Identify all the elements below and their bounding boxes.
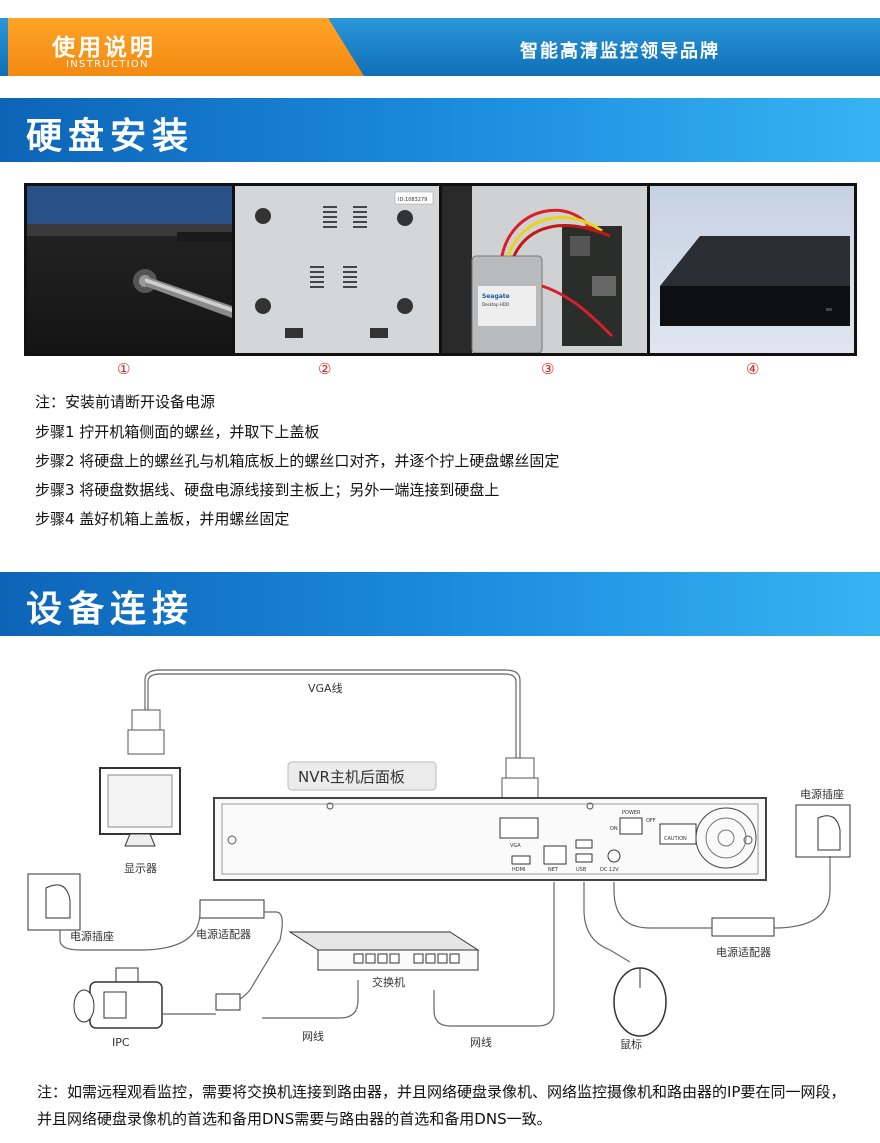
- adapter-left-label: 电源适配器: [196, 927, 251, 941]
- photo-step-4: [649, 186, 854, 353]
- net-cable-1-label: 网线: [302, 1029, 324, 1043]
- net-cable-2-label: 网线: [470, 1035, 492, 1049]
- switch-label: 交换机: [372, 975, 405, 989]
- power-adapter-right: [711, 917, 775, 937]
- connection-diagram: VGA线 显示器 NVR主机后面板 VGA HDM: [27, 669, 851, 1051]
- disk-model-text: Desktop HDD: [482, 302, 509, 307]
- vga-plug-right: [501, 757, 539, 801]
- section-conn-title: 设备连接: [26, 589, 195, 630]
- port-hdmi-label: HDMI: [512, 867, 525, 873]
- section-hdd-banner: [0, 98, 880, 162]
- step-number-4: ④: [746, 360, 760, 378]
- photo-step-2: ID:1083279: [234, 186, 439, 353]
- monitor-icon: [99, 767, 181, 847]
- nvr-panel-tag: [287, 761, 437, 791]
- mouse-label: 鼠标: [620, 1037, 642, 1051]
- section-hdd-title: 硬盘安装: [26, 116, 195, 157]
- port-net-label: NET: [548, 867, 559, 873]
- hdd-board-illustration: Seagate Desktop HDD: [442, 186, 642, 353]
- photo-step-3: Seagate Desktop HDD: [442, 186, 647, 353]
- screwdriver-illustration: [27, 186, 232, 318]
- nvr-panel-label: NVR主机后面板: [298, 768, 405, 786]
- header-title: 使用说明: [52, 35, 156, 61]
- switch-icon: [288, 931, 480, 971]
- photo-step-1: [27, 186, 232, 353]
- switch-off-label: OFF: [646, 818, 656, 824]
- instruction-tab: [8, 18, 364, 76]
- step-number-3: ③: [541, 360, 555, 378]
- connection-note: 注：如需远程观看监控，需要将交换机连接到路由器，并且网络硬盘录像机、网络监控摄像…: [37, 1083, 846, 1128]
- switch-on-label: ON: [610, 826, 618, 832]
- vga-plug-left: [127, 709, 165, 755]
- monitor-label: 显示器: [124, 862, 157, 875]
- socket-left-label: 电源插座: [70, 929, 114, 943]
- adapter-right-label: 电源适配器: [716, 945, 771, 959]
- step-number-2: ②: [318, 360, 332, 378]
- section-conn-banner: [0, 572, 880, 636]
- port-vga-label: VGA: [510, 843, 521, 849]
- sticker-text: ID:1083279: [398, 197, 427, 203]
- install-step-2: 步骤2 将硬盘上的螺丝孔与机箱底板上的螺丝口对齐，并逐个拧上硬盘螺丝固定: [35, 452, 560, 470]
- mouse-icon: [613, 967, 667, 1037]
- install-step-4: 步骤4 盖好机箱上盖板，并用螺丝固定: [35, 510, 290, 528]
- port-usb-label: USB: [576, 867, 587, 873]
- ipc-label: IPC: [112, 1036, 130, 1049]
- power-adapter-left: [199, 899, 265, 919]
- header-slogan: 智能高清监控领导品牌: [520, 41, 720, 62]
- nvr-rear-panel: [213, 797, 767, 881]
- disk-brand-text: Seagate: [482, 293, 510, 300]
- power-socket-right: [795, 804, 851, 858]
- header-subtitle: INSTRUCTION: [66, 59, 149, 70]
- install-photo-strip: ID:1083279: [24, 183, 857, 356]
- port-power-label: POWER: [622, 810, 641, 816]
- install-note: 注：安装前请断开设备电源: [35, 393, 216, 411]
- socket-right-label: 电源插座: [800, 787, 844, 801]
- install-step-1: 步骤1 拧开机箱侧面的螺丝，并取下上盖板: [35, 423, 320, 441]
- caution-label: CAUTION: [664, 836, 687, 842]
- port-dc-label: DC 12V: [600, 867, 619, 873]
- ipc-camera-icon: [73, 967, 241, 1029]
- install-step-3: 步骤3 将硬盘数据线、硬盘电源线接到主板上；另外一端连接到硬盘上: [35, 481, 500, 499]
- vga-cable-label: VGA线: [308, 681, 343, 695]
- closed-nvr-illustration: [659, 236, 850, 326]
- step-number-1: ①: [117, 360, 131, 378]
- power-socket-left: [27, 873, 81, 931]
- chassis-bottom-illustration: ID:1083279: [234, 186, 437, 353]
